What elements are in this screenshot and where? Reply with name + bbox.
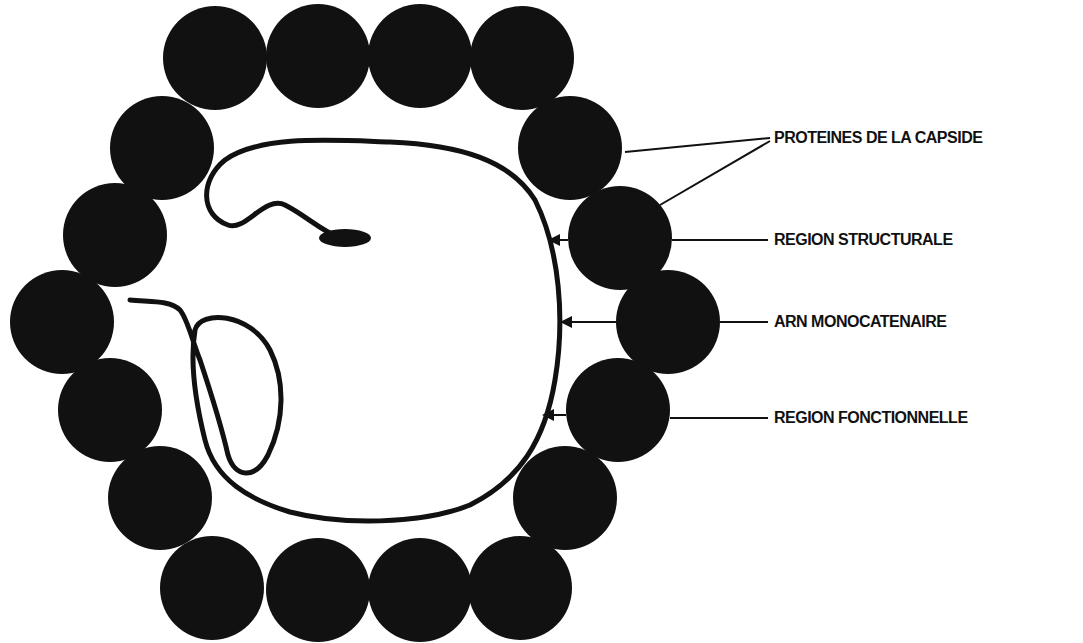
part-label: PROTEINES DE LA CAPSIDE xyxy=(772,129,984,147)
part-label: REGION STRUCTURALE xyxy=(772,231,955,249)
part-label: ARN MONOCATENAIRE xyxy=(772,313,949,331)
part-label: REGION FONCTIONNELLE xyxy=(772,409,970,427)
leader-lines xyxy=(546,138,770,418)
leader-arrowheads xyxy=(542,234,572,421)
rna-strand xyxy=(130,140,560,521)
rna-end xyxy=(319,229,371,247)
capsid-proteins xyxy=(10,4,720,642)
